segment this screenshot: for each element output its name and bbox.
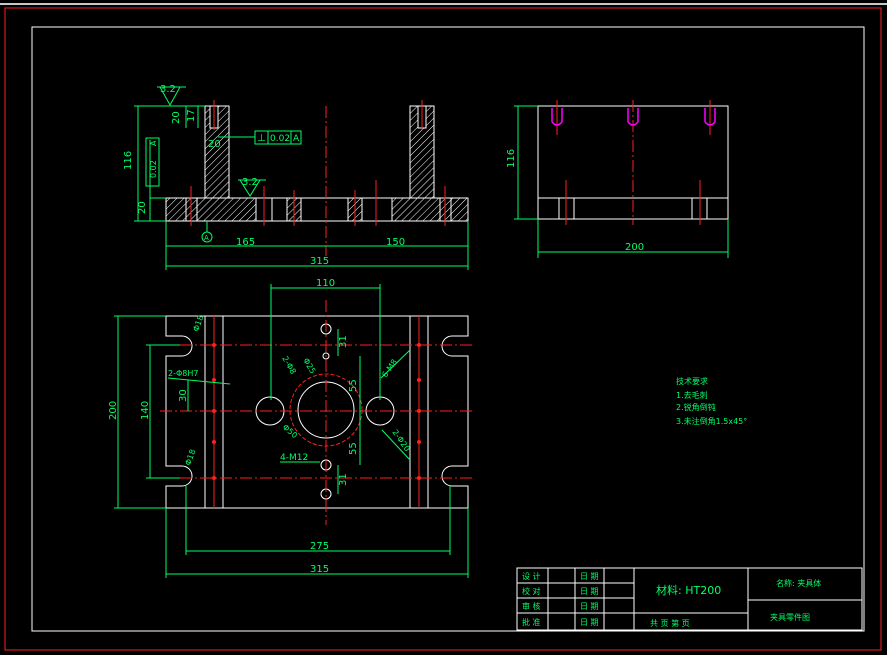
plan-dim-top: 110 — [316, 278, 335, 289]
plan-hole-mid-top — [322, 352, 330, 360]
plan-dim-offset: 30 — [178, 389, 189, 402]
tb-material: 材料: HT200 — [656, 583, 721, 597]
tb-row3-a: 审 核 — [522, 601, 541, 611]
side-centerlines — [556, 100, 711, 225]
notes-item-1: 1.去毛刺 — [676, 390, 708, 400]
notes-item-3: 3.未注倒角1.5x45° — [676, 416, 747, 426]
plan-small-holes — [212, 343, 421, 480]
tb-row4-a: 批 准 — [522, 617, 541, 627]
front-perp-value: 0.02 — [270, 134, 290, 144]
plan-dim-bottom-total: 315 — [310, 564, 329, 575]
front-dim-left: 165 — [236, 237, 255, 248]
tb-drawing-name: 夹具零件图 — [770, 612, 810, 622]
front-base-hatch-right — [391, 197, 469, 222]
front-dim-slot-width: 20 — [208, 139, 221, 150]
front-roughness-mid: 3.2 — [242, 177, 258, 188]
front-perp-symbol: ⊥ — [257, 133, 266, 144]
plan-dia-4: 4-M12 — [280, 453, 308, 463]
front-base-hatch-left — [165, 197, 257, 222]
side-pin-left — [551, 108, 563, 126]
side-dim-width: 200 — [625, 242, 644, 253]
plan-dim-bolt-bottom: 31 — [338, 473, 349, 486]
front-dim-slot-depth: 17 — [186, 109, 197, 122]
front-dim-height: 116 — [123, 151, 134, 170]
drawing-frame — [31, 26, 865, 632]
side-dimension-text: 116 200 — [506, 149, 644, 253]
notes-item-2: 2.锐角倒钝 — [676, 402, 716, 412]
front-dimensions — [134, 86, 469, 270]
front-parallel-datum: A — [149, 140, 158, 146]
front-roughness-top: 3.2 — [160, 84, 176, 95]
front-centerlines — [190, 100, 446, 256]
front-datum-a: A — [204, 234, 209, 242]
plan-dim-bottom-inner: 275 — [310, 541, 329, 552]
outer-border — [4, 7, 882, 651]
side-dimensions — [514, 105, 729, 258]
title-block-text: 设 计 日 期 校 对 日 期 审 核 日 期 批 准 日 期 材料: HT20… — [522, 571, 821, 628]
tb-row3-b: 日 期 — [580, 602, 599, 611]
tb-row1-b: 日 期 — [580, 572, 599, 581]
front-perp-datum: A — [293, 134, 300, 144]
side-pins — [551, 108, 716, 126]
front-dim-total: 315 — [310, 256, 329, 267]
plan-view — [165, 315, 469, 509]
plan-dim-right-upper: 55 — [348, 379, 359, 392]
side-pin-right — [704, 108, 716, 126]
notes-heading: 技术要求 — [676, 376, 708, 386]
front-parallel-value: 0.02 — [149, 160, 158, 178]
tb-scale-row: 共 页 第 页 — [650, 618, 690, 628]
side-dim-height: 116 — [506, 149, 517, 168]
plan-dimensions — [114, 284, 469, 578]
tb-row1-a: 设 计 — [522, 571, 541, 581]
front-dim-base: 20 — [137, 201, 148, 214]
tb-row2-a: 校 对 — [522, 586, 541, 596]
front-dim-top-slot: 20 — [171, 111, 182, 124]
front-dim-right: 150 — [386, 237, 405, 248]
plan-dim-bolt-top: 31 — [338, 335, 349, 348]
technical-notes: 技术要求 1.去毛刺 2.锐角倒钝 3.未注倒角1.5x45° — [676, 376, 747, 426]
front-dimension-text: 116 20 20 17 20 165 150 315 3.2 3.2 ⊥ 0.… — [123, 84, 405, 267]
tb-company: 名称: 夹具体 — [776, 578, 821, 588]
plan-dim-right-lower: 55 — [348, 442, 359, 455]
tb-row2-b: 日 期 — [580, 587, 599, 596]
plan-pin-note: 2-Φ8H7 — [168, 369, 198, 378]
side-pin-center — [627, 108, 639, 126]
tb-row4-b: 日 期 — [580, 618, 599, 627]
plan-dim-inner: 140 — [140, 401, 151, 420]
title-block — [516, 567, 863, 631]
plan-dim-height: 200 — [108, 401, 119, 420]
